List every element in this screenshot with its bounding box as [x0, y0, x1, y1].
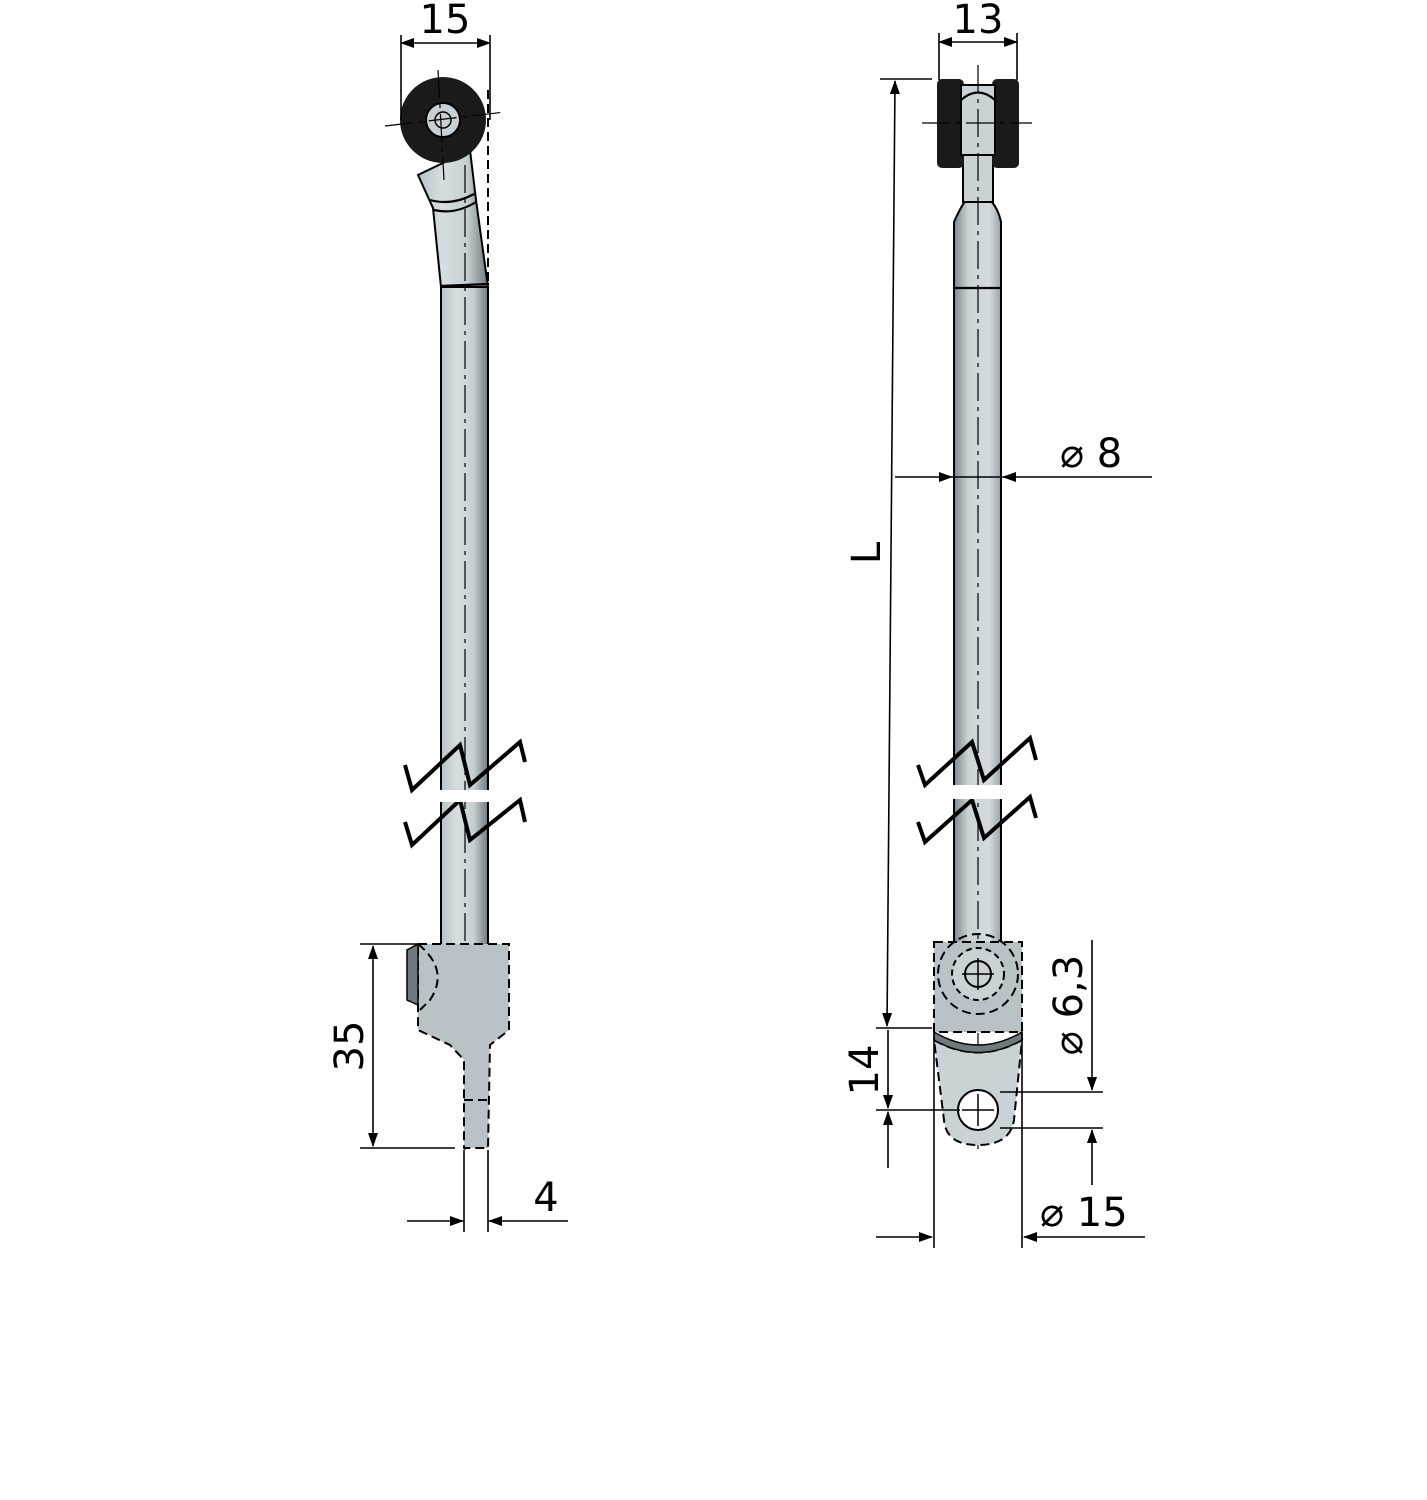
- front-dim-top: 13: [953, 0, 1004, 43]
- front-dim-eye: 14: [842, 1045, 888, 1096]
- front-roller-right: [992, 79, 1019, 168]
- front-break-upper: [916, 734, 1038, 789]
- front-dim-pin-diameter: ⌀ 6,3: [1046, 955, 1092, 1055]
- front-view: 13 L ⌀ 8 ⌀ 6,3 14 ⌀ 15: [842, 0, 1152, 1248]
- side-dim-top: 15: [420, 0, 471, 43]
- side-break-lower: [403, 796, 527, 849]
- front-dim-eye-diameter: ⌀ 15: [1040, 1190, 1128, 1236]
- front-break-lower: [916, 793, 1038, 846]
- front-dim-length: L: [844, 541, 890, 564]
- side-neck: [416, 148, 490, 288]
- side-dim-bottom: 4: [533, 1175, 558, 1221]
- side-break-upper: [403, 738, 527, 794]
- front-roller-left: [937, 79, 964, 168]
- side-view: 15 35 4: [327, 0, 568, 1232]
- side-bottom-fitting: [418, 944, 509, 1148]
- front-dim-rod-diameter: ⌀ 8: [1060, 431, 1122, 477]
- side-dim-height: 35: [327, 1021, 373, 1072]
